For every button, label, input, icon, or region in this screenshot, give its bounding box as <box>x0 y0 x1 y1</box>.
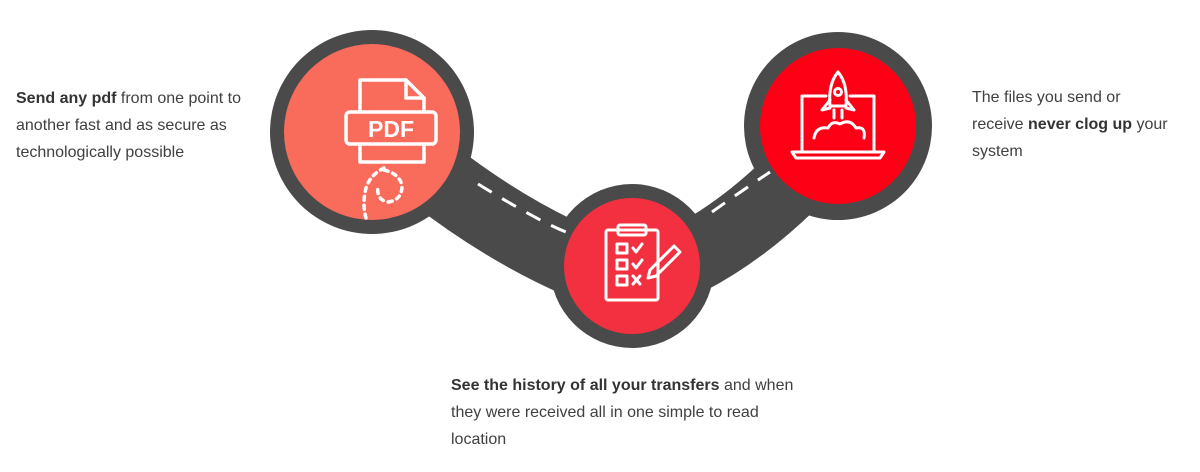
feature-storage-bold: never clog up <box>1028 116 1133 133</box>
disc-storage <box>760 48 916 204</box>
feature-send-bold: Send any pdf <box>16 90 117 107</box>
rocket-laptop-icon <box>790 70 886 160</box>
feature-send-text: from one point to another fast and as se… <box>16 90 241 161</box>
pdf-file-icon: PDF <box>344 78 438 220</box>
pdf-badge-text: PDF <box>368 116 414 142</box>
checklist-clipboard-icon <box>604 223 682 302</box>
feature-text-storage: The files you send or receive never clog… <box>972 84 1172 165</box>
feature-text-send: Send any pdf from one point to another f… <box>16 85 251 166</box>
feature-storage-pre: The files you send or receive <box>972 89 1121 133</box>
feature-history-text: and when they were received all in one s… <box>451 377 794 448</box>
feature-storage-post: your system <box>972 116 1168 160</box>
road-dashes <box>477 170 771 234</box>
feature-text-history: See the history of all your transfers an… <box>451 372 811 453</box>
feature-history-bold: See the history of all your transfers <box>451 377 720 394</box>
disc-history <box>564 198 700 334</box>
